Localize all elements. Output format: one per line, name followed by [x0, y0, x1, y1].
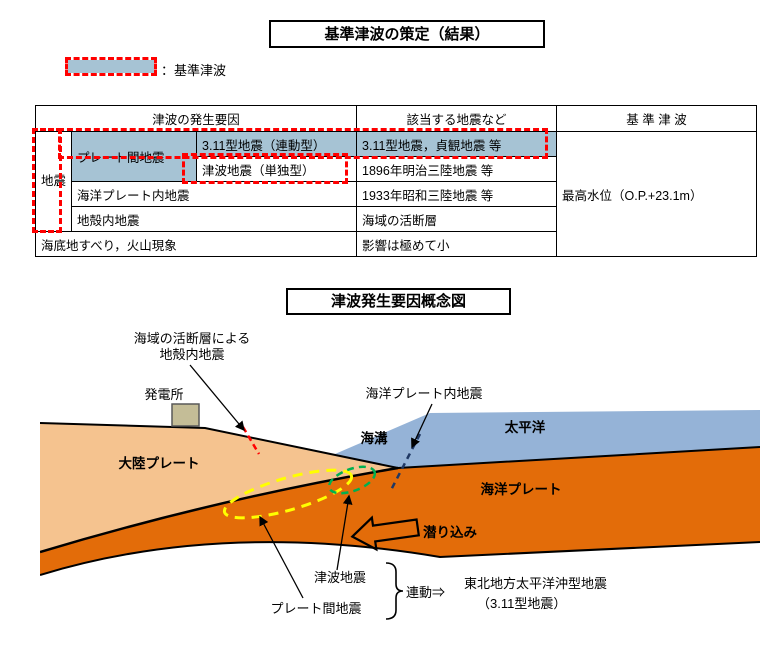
trench-label: 海溝 [361, 430, 388, 446]
power-plant-label: 発電所 [144, 387, 183, 402]
tsunami-eq-label: 津波地震 [314, 570, 366, 585]
legend-swatch-svg [68, 60, 154, 73]
subduction-arrow [350, 515, 421, 552]
cell-submarine: 海底地すべり，火山現象 [34, 231, 358, 257]
cell-applicable-fault: 海域の活断層 [356, 206, 558, 232]
continental-plate-label: 大陸プレート [119, 455, 200, 471]
header-factor: 津波の発生要因 [34, 105, 358, 132]
cell-crustal: 地殻内地震 [71, 206, 358, 232]
crustal-label-line1: 海域の活断層による [134, 331, 251, 346]
oceanic-plate-bottom-line [40, 541, 760, 576]
crustal-label-arrow [189, 364, 245, 432]
page-title: 基準津波の策定（結果） [269, 20, 545, 48]
cell-applicable-1896: 1896年明治三陸地震 等 [356, 156, 558, 182]
linked-brace [385, 562, 404, 620]
tsunami-concept-diagram: 海域の活断層による 地殻内地震 発電所 海洋プレート内地震 海溝 太平洋 大陸プ… [40, 331, 760, 620]
linked-name-line2: （3.11型地震） [477, 596, 566, 611]
interplate-zone-ellipse [222, 468, 354, 520]
legend-swatch-fill [68, 60, 154, 73]
legend-label: ：基準津波 [161, 63, 227, 78]
interplate-eq-label: プレート間地震 [270, 601, 361, 616]
cell-311-linked: 3.11型地震（連動型） [196, 131, 358, 157]
power-plant-icon [171, 403, 200, 427]
linked-label: 連動⇒ [406, 585, 445, 600]
cell-interplate: プレート間地震 [71, 131, 198, 182]
cell-applicable-311: 3.11型地震，貞観地震 等 [356, 131, 558, 157]
interplate-label-arrow [259, 515, 304, 599]
cell-earthquake: 地震 [34, 131, 73, 232]
linked-name-line1: 東北地方太平洋沖型地震 [464, 576, 607, 591]
diagram-title: 津波発生要因概念図 [286, 288, 511, 315]
subduction-label: 潜り込み [423, 524, 477, 540]
intraplate-label-arrow [411, 403, 433, 449]
cell-tsunami-single: 津波地震（単独型） [196, 156, 358, 182]
pacific-label: 太平洋 [505, 419, 546, 435]
legend-swatch [65, 57, 157, 76]
cell-max-water-level: 最高水位（O.P.+23.1m） [556, 131, 758, 257]
cell-applicable-minor: 影響は極めて小 [356, 231, 558, 257]
tsunami-zone-ellipse [327, 465, 377, 495]
cell-intraplate: 海洋プレート内地震 [71, 181, 358, 207]
ocean-water-region [335, 410, 760, 468]
cell-applicable-1933: 1933年昭和三陸地震 等 [356, 181, 558, 207]
surface-seafloor-line [40, 422, 760, 470]
oceanic-plate-label: 海洋プレート [481, 481, 562, 497]
header-standard: 基 準 津 波 [556, 105, 758, 132]
tsunami-factors-table: 津波の発生要因 該当する地震など 基 準 津 波 地震 プレート間地震 3.11… [34, 105, 758, 257]
continental-plate-region [40, 423, 398, 552]
crustal-label-line2: 地殻内地震 [159, 347, 224, 362]
header-applicable: 該当する地震など [356, 105, 558, 132]
intraplate-label: 海洋プレート内地震 [365, 386, 482, 401]
crustal-fault-dash [241, 426, 261, 455]
tsunami-label-arrow [336, 494, 353, 571]
